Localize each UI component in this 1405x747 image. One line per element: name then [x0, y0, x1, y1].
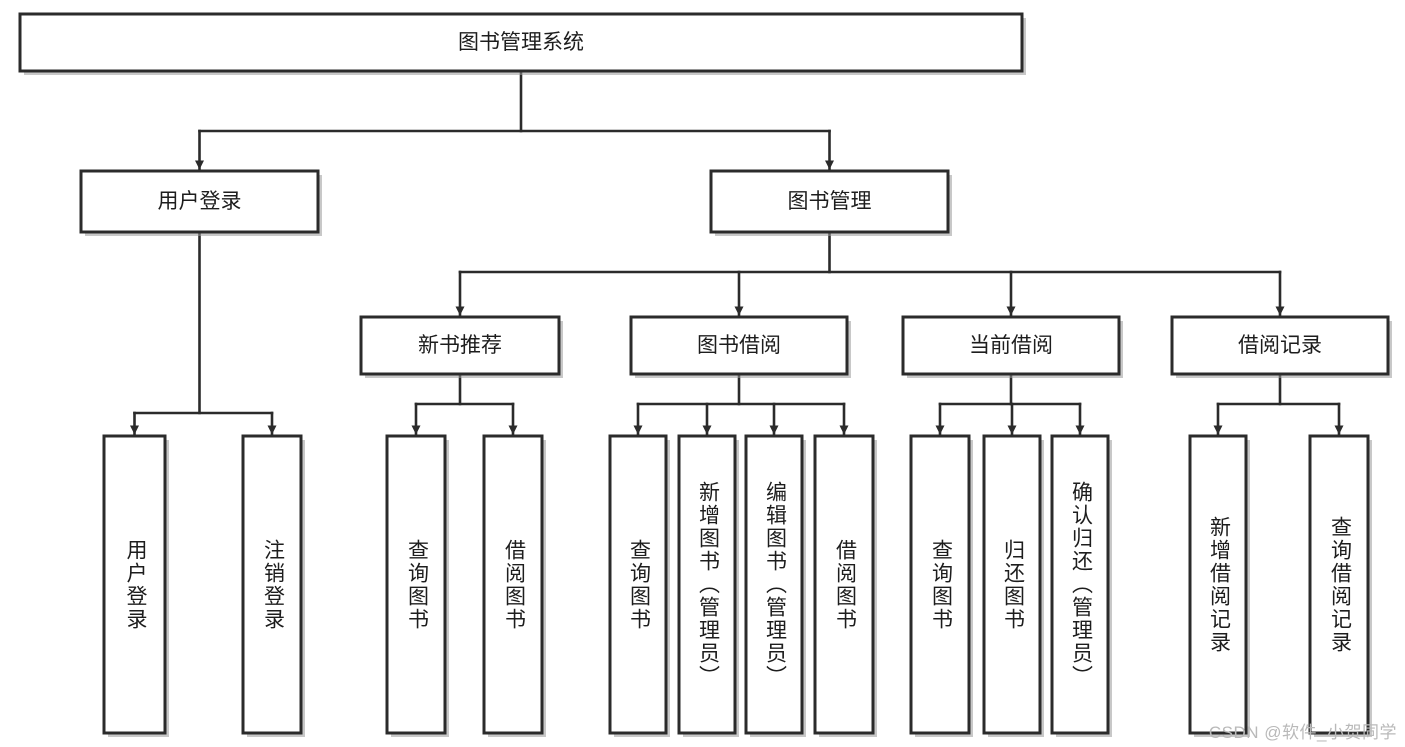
node-level2-0[interactable] — [79, 169, 320, 234]
node-root[interactable] — [18, 12, 1024, 73]
leaf-box-11[interactable] — [1188, 434, 1248, 735]
leaf-box-6[interactable] — [744, 434, 804, 735]
node-level3-3[interactable] — [1170, 315, 1390, 376]
leaf-box-2[interactable] — [385, 434, 447, 735]
node-level3-label-2: 当前借阅 — [969, 334, 1053, 357]
node-level2-1[interactable] — [709, 169, 950, 234]
node-level3-1[interactable] — [629, 315, 849, 376]
leaf-box-3[interactable] — [482, 434, 544, 735]
connector-layer — [130, 69, 1344, 436]
node-box-layer — [18, 12, 1392, 737]
node-level2-label-1: 图书管理 — [788, 190, 872, 213]
node-root-label: 图书管理系统 — [458, 31, 584, 54]
node-level3-label-0: 新书推荐 — [418, 334, 502, 357]
leaf-box-8[interactable] — [909, 434, 971, 735]
node-level3-label-1: 图书借阅 — [697, 334, 781, 357]
leaf-box-0[interactable] — [102, 434, 167, 735]
node-level3-label-3: 借阅记录 — [1238, 334, 1322, 357]
node-level2-label-0: 用户登录 — [158, 190, 242, 213]
watermark-text: CSDN @软件_小贺同学 — [1208, 723, 1397, 742]
leaf-box-4[interactable] — [608, 434, 668, 735]
node-level3-2[interactable] — [901, 315, 1121, 376]
leaf-box-7[interactable] — [813, 434, 875, 735]
leaf-box-5[interactable] — [677, 434, 737, 735]
leaf-box-9[interactable] — [982, 434, 1042, 735]
leaf-box-1[interactable] — [241, 434, 303, 735]
leaf-box-12[interactable] — [1308, 434, 1370, 735]
leaf-box-10[interactable] — [1050, 434, 1110, 735]
node-level3-0[interactable] — [359, 315, 561, 376]
